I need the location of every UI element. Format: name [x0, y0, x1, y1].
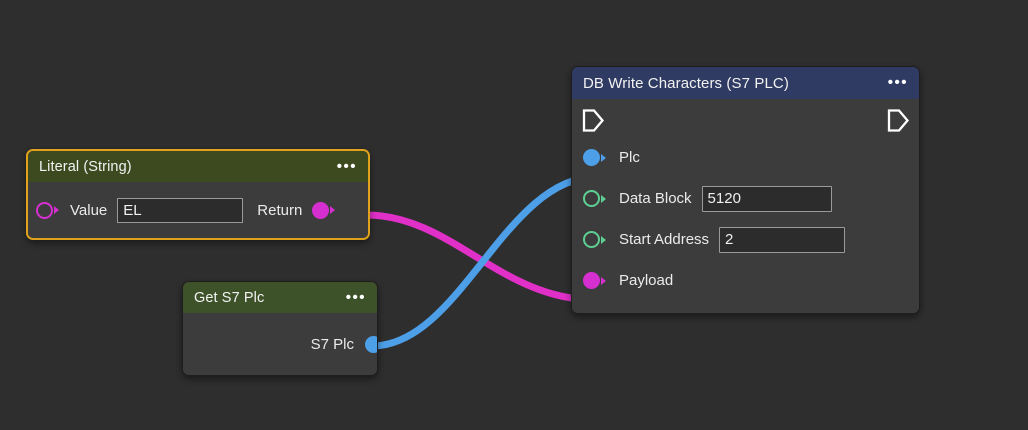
pin-circle-icon — [583, 231, 600, 248]
output-pin-return[interactable] — [312, 201, 336, 219]
input-label-plc: Plc — [619, 149, 640, 166]
node-title: Literal (String) — [39, 158, 132, 175]
pin-circle-icon — [36, 201, 53, 219]
node-body: S7 Plc — [183, 313, 377, 375]
start-address-input[interactable] — [719, 226, 846, 253]
input-pin-start-address[interactable] — [583, 231, 606, 248]
input-row-plc: Plc — [572, 137, 919, 178]
exec-in-pin[interactable] — [581, 108, 605, 138]
input-label-value: Value — [70, 201, 108, 219]
input-pin-plc[interactable] — [583, 149, 606, 166]
output-pin-s7-plc[interactable] — [365, 335, 377, 353]
node-header[interactable]: Literal (String) ••• — [28, 151, 368, 182]
input-label-payload: Payload — [619, 272, 674, 289]
node-db-write-characters[interactable]: DB Write Characters (S7 PLC) ••• — [571, 66, 920, 314]
exec-arrow-icon — [887, 109, 910, 132]
input-label-start-address: Start Address — [619, 231, 710, 248]
pin-arrow-icon — [601, 235, 606, 244]
pin-circle-icon — [583, 149, 600, 166]
exec-out-pin[interactable] — [886, 108, 910, 138]
pin-circle-icon — [583, 272, 600, 289]
pin-arrow-icon — [601, 276, 606, 285]
pin-circle-icon — [583, 190, 600, 207]
node-title: Get S7 Plc — [194, 289, 265, 306]
pin-arrow-icon — [330, 206, 336, 214]
data-block-input[interactable] — [701, 185, 832, 212]
input-row-payload: Payload — [572, 260, 919, 301]
pin-arrow-icon — [601, 153, 606, 162]
wire-s7plc-to-plc[interactable] — [368, 173, 600, 350]
node-menu-icon[interactable]: ••• — [345, 288, 366, 306]
node-literal-string[interactable]: Literal (String) ••• Value Return — [26, 149, 370, 240]
node-get-s7-plc[interactable]: Get S7 Plc ••• S7 Plc — [182, 281, 378, 376]
pin-circle-icon — [312, 201, 330, 219]
exec-pin-row — [572, 105, 919, 135]
input-pin-value[interactable] — [36, 201, 59, 219]
node-menu-icon[interactable]: ••• — [336, 157, 357, 175]
node-header[interactable]: Get S7 Plc ••• — [183, 282, 377, 313]
output-label-return: Return — [257, 201, 303, 219]
node-body: Plc Data Block Start Address — [572, 99, 919, 313]
input-pin-payload[interactable] — [583, 272, 606, 289]
pin-circle-icon — [365, 335, 377, 353]
node-header[interactable]: DB Write Characters (S7 PLC) ••• — [572, 67, 919, 99]
input-row-start-address: Start Address — [572, 219, 919, 260]
input-pin-data-block[interactable] — [583, 190, 606, 207]
value-input[interactable] — [117, 197, 244, 223]
node-menu-icon[interactable]: ••• — [887, 74, 908, 91]
node-title: DB Write Characters (S7 PLC) — [583, 74, 789, 92]
input-row-data-block: Data Block — [572, 178, 919, 219]
node-body: Value Return — [28, 182, 368, 238]
pin-arrow-icon — [601, 194, 606, 203]
input-label-data-block: Data Block — [619, 190, 692, 207]
pin-arrow-icon — [54, 206, 59, 214]
exec-arrow-icon — [582, 109, 605, 132]
wire-return-to-payload[interactable] — [362, 211, 600, 304]
output-label-s7-plc: S7 Plc — [310, 335, 354, 353]
